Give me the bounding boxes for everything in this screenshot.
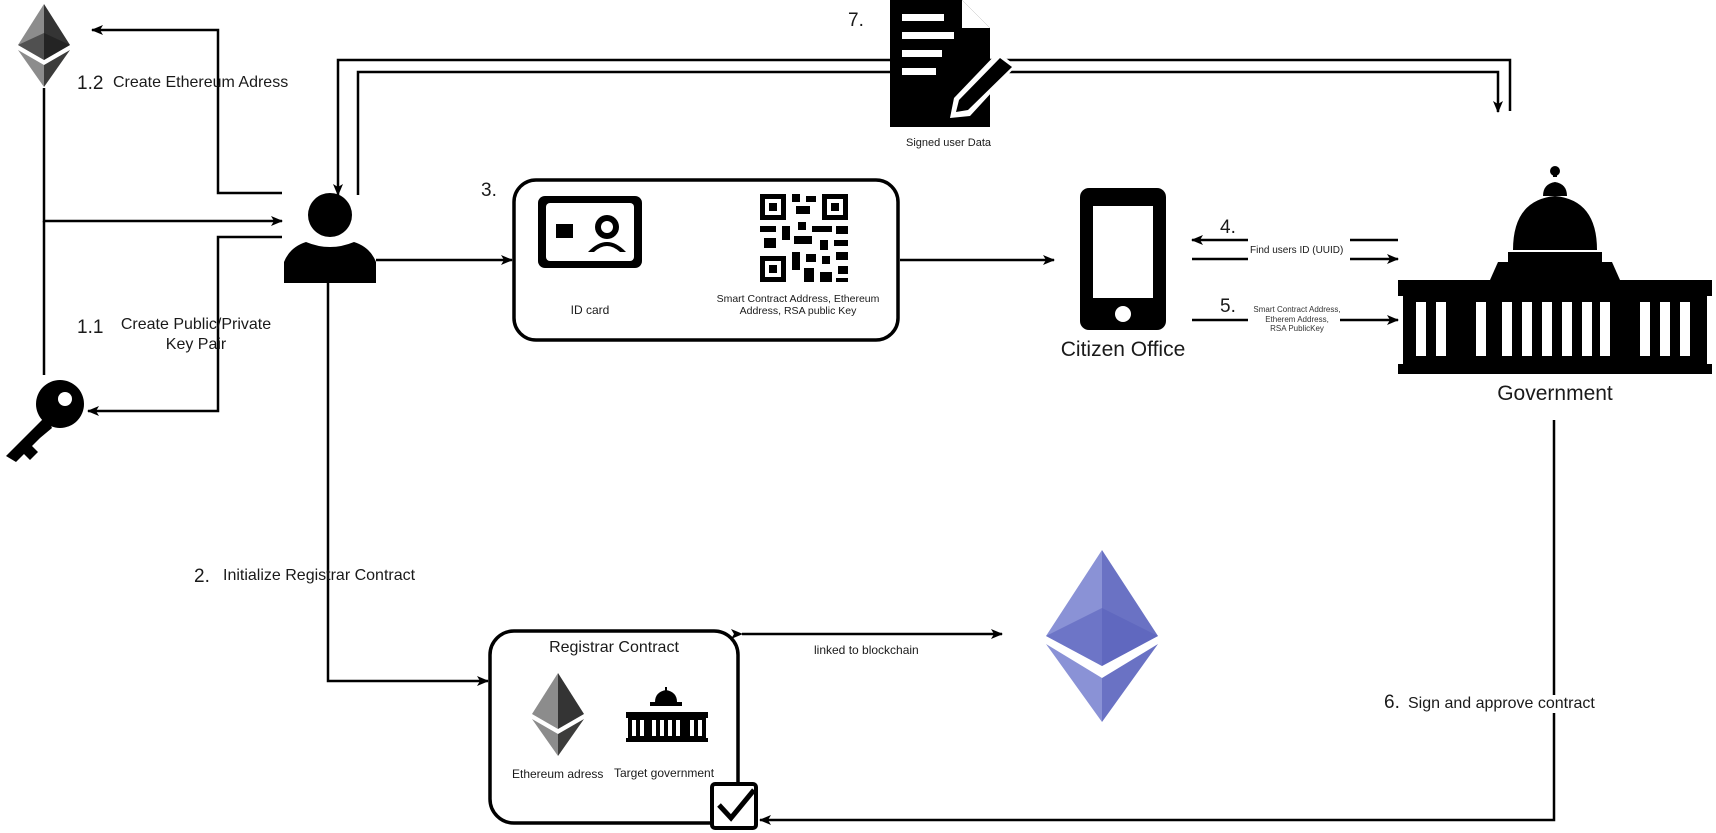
step-1-2-label: Create Ethereum Adress [113,74,289,91]
step-4-number: 4. [1220,217,1236,238]
step-1-1-line1: Create Public/Private [120,316,272,333]
registrar-eth-label: Ethereum adress [512,767,604,781]
step-5-line2: Etherem Address, [1265,314,1329,324]
government-label: Government [1497,382,1613,405]
registrar-contract-box [488,629,740,825]
step-1-2-number: 1.2 [77,73,104,94]
step-2-number: 2. [194,566,210,587]
qr-code-icon [760,194,848,282]
qr-code-label-line2: Address, RSA public Key [739,305,857,317]
arrow-person-to-registrar [326,283,489,686]
qr-code-label: Smart Contract Address, Ethereum Address… [706,293,890,317]
registrar-contract-title: Registrar Contract [549,639,679,656]
step-5-line3: RSA PublicKey [1270,324,1324,333]
registrar-government-icon [626,687,708,742]
step-5-line1: Smart Contract Address, [1253,305,1341,314]
id-card-icon [538,196,642,268]
signed-document-icon [890,0,1016,127]
step-5-number: 5. [1220,296,1236,317]
step-1-1-line2: Key Pair [165,336,227,353]
step-2-label: Initialize Registrar Contract [223,567,416,584]
step-6-label: Sign and approve contract [1408,695,1595,713]
arrow-eth-to-person [42,88,283,226]
step-1-1-number: 1.1 [77,317,104,338]
blockchain-ethereum-icon [1046,550,1158,722]
step-4-label: Find users ID (UUID) [1250,245,1344,256]
checkbox-check-icon [710,782,758,830]
step-7-number: 7. [848,10,864,31]
connectors [42,25,1556,825]
citizen-office-label: Citizen Office [1060,338,1186,361]
arrow-gov-to-registrar [759,420,1556,825]
arrow-create-eth-address [91,25,282,195]
user-icon [284,193,376,283]
ethereum-icon [18,4,70,87]
government-columns [1416,302,1690,356]
signed-user-data-label: Signed user Data [906,137,991,149]
registrar-gov-label: Target government [614,766,715,780]
qr-code-label-line1: Smart Contract Address, Ethereum [716,293,880,305]
step-6-number: 6. [1384,692,1400,713]
registrar-ethereum-icon [532,673,584,756]
blockchain-link-label: linked to blockchain [814,643,919,657]
step-3-number: 3. [481,180,497,201]
key-icon [6,380,84,462]
step-1-1-label: Create Public/Private Key Pair [108,315,284,355]
step-5-label: Smart Contract Address, Etherem Address,… [1246,305,1348,334]
phone-icon [1080,188,1166,330]
id-card-label: ID card [570,303,610,317]
government-building-icon [1398,166,1712,374]
arrow-create-key-pair [87,235,282,416]
